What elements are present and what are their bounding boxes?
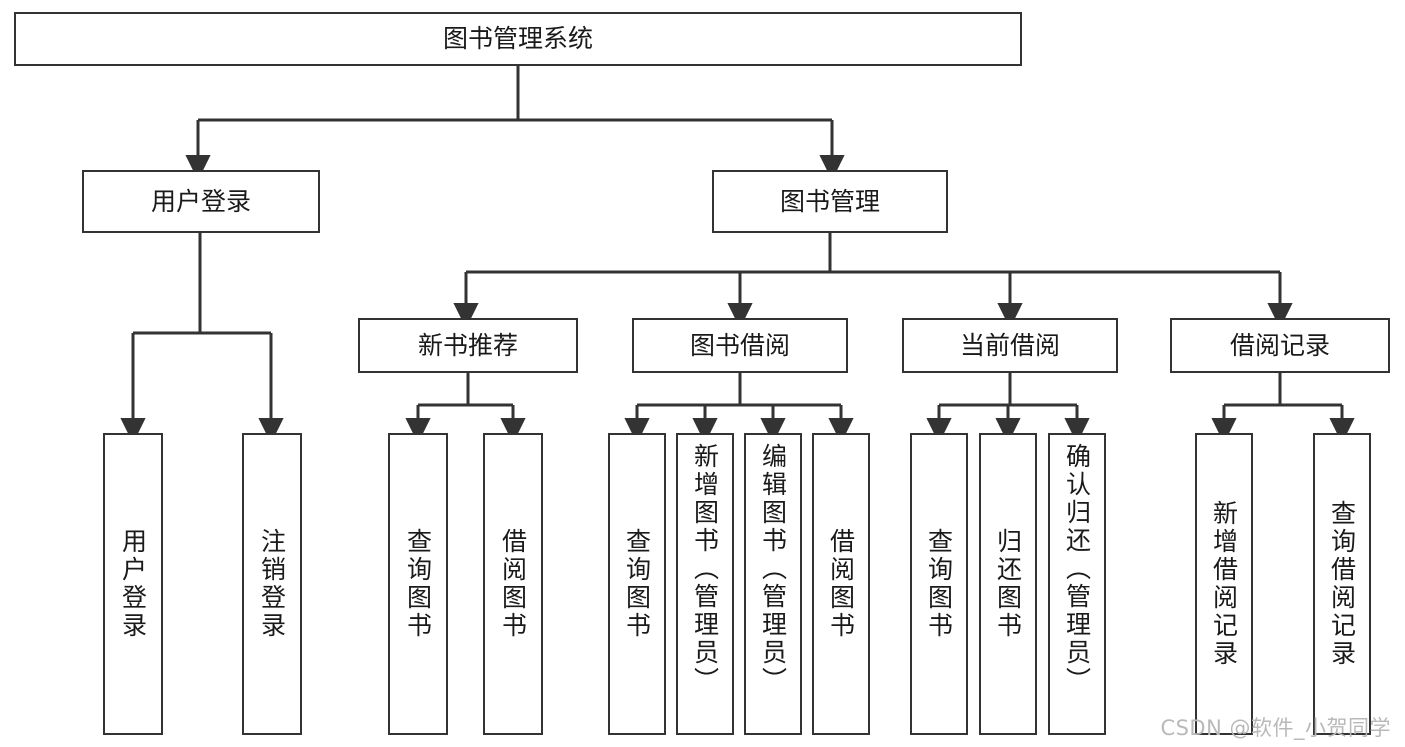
node-root[interactable]: 图书管理系统 xyxy=(14,12,1022,66)
node-leaf-add-book-label: 新增图书（管理员） xyxy=(690,443,720,695)
node-leaf-confirm-return-label: 确认归还（管理员） xyxy=(1062,443,1092,695)
node-book-manage-label: 图书管理 xyxy=(779,186,880,216)
node-leaf-add-record-label: 新增借阅记录 xyxy=(1209,500,1239,668)
node-leaf-user-login-label: 用户登录 xyxy=(118,528,148,640)
node-leaf-query-book-1-label: 查询图书 xyxy=(403,528,433,640)
node-leaf-edit-book-label: 编辑图书（管理员） xyxy=(758,443,788,695)
node-user-login[interactable]: 用户登录 xyxy=(82,170,320,233)
node-leaf-edit-book[interactable]: 编辑图书（管理员） xyxy=(744,433,802,735)
node-leaf-borrow-book-1-label: 借阅图书 xyxy=(498,528,528,640)
node-borrow-record-label: 借阅记录 xyxy=(1229,330,1330,360)
node-root-label: 图书管理系统 xyxy=(442,24,593,54)
node-new-book-recommend[interactable]: 新书推荐 xyxy=(358,318,578,373)
node-leaf-add-record[interactable]: 新增借阅记录 xyxy=(1195,433,1253,735)
node-leaf-add-book[interactable]: 新增图书（管理员） xyxy=(676,433,734,735)
node-leaf-borrow-book-2[interactable]: 借阅图书 xyxy=(812,433,870,735)
node-leaf-user-logout-label: 注销登录 xyxy=(257,528,287,640)
node-book-borrow[interactable]: 图书借阅 xyxy=(632,318,848,373)
node-leaf-query-record-label: 查询借阅记录 xyxy=(1327,500,1357,668)
node-leaf-query-book-2[interactable]: 查询图书 xyxy=(608,433,666,735)
csdn-watermark: CSDN @软件_小贺同学 xyxy=(1160,716,1391,740)
node-current-borrow-label: 当前借阅 xyxy=(959,330,1060,360)
node-leaf-return-book[interactable]: 归还图书 xyxy=(979,433,1037,735)
node-current-borrow[interactable]: 当前借阅 xyxy=(902,318,1118,373)
node-leaf-confirm-return[interactable]: 确认归还（管理员） xyxy=(1048,433,1106,735)
node-leaf-query-book-3[interactable]: 查询图书 xyxy=(910,433,968,735)
node-book-borrow-label: 图书借阅 xyxy=(689,330,790,360)
node-leaf-user-login[interactable]: 用户登录 xyxy=(103,433,163,735)
node-book-manage[interactable]: 图书管理 xyxy=(712,170,948,233)
node-borrow-record[interactable]: 借阅记录 xyxy=(1170,318,1390,373)
node-leaf-query-book-2-label: 查询图书 xyxy=(622,528,652,640)
node-user-login-label: 用户登录 xyxy=(150,186,251,216)
node-leaf-borrow-book-1[interactable]: 借阅图书 xyxy=(483,433,543,735)
node-leaf-return-book-label: 归还图书 xyxy=(993,528,1023,640)
node-leaf-user-logout[interactable]: 注销登录 xyxy=(242,433,302,735)
node-leaf-borrow-book-2-label: 借阅图书 xyxy=(826,528,856,640)
node-leaf-query-book-1[interactable]: 查询图书 xyxy=(388,433,448,735)
node-leaf-query-record[interactable]: 查询借阅记录 xyxy=(1313,433,1371,735)
node-leaf-query-book-3-label: 查询图书 xyxy=(924,528,954,640)
node-new-book-recommend-label: 新书推荐 xyxy=(417,330,518,360)
